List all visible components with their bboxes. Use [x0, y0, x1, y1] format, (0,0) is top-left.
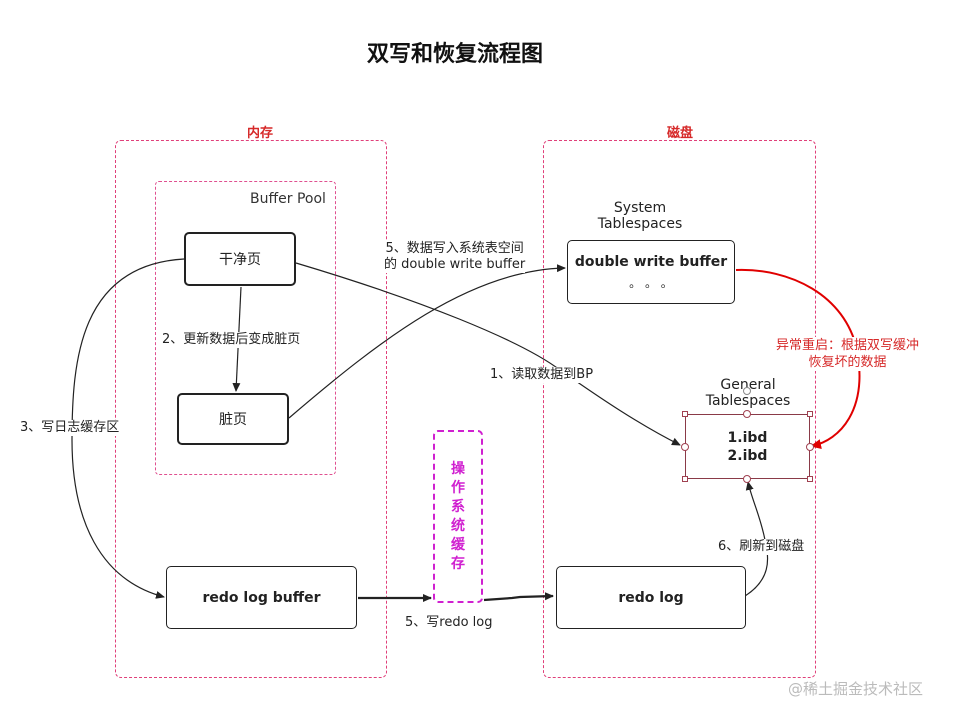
step-flush-label: 6、刷新到磁盘 — [718, 539, 805, 555]
step-read-label: 1、读取数据到BP — [490, 367, 594, 383]
ibd-files-box[interactable]: 1.ibd 2.ibd — [685, 414, 810, 479]
redo-log-label: redo log — [618, 589, 684, 606]
memory-region — [115, 140, 387, 678]
diagram-title: 双写和恢复流程图 — [366, 42, 543, 67]
connection-point-right[interactable] — [806, 443, 814, 451]
watermark: @稀土掘金技术社区 — [788, 680, 924, 698]
system-tablespaces-label: System Tablespaces — [597, 200, 683, 232]
resize-handle-top-left[interactable] — [682, 411, 688, 417]
disk-region-label: 磁盘 — [666, 126, 693, 141]
os-cache-box[interactable]: 操 作 系 统 缓 存 — [433, 430, 483, 603]
connection-point-bottom[interactable] — [743, 475, 751, 483]
dwb-arrow — [288, 264, 566, 419]
resize-handle-bottom-left[interactable] — [682, 476, 688, 482]
read-arrow — [295, 262, 681, 446]
resize-handle-bottom-right[interactable] — [807, 476, 813, 482]
memory-region-label: 内存 — [246, 126, 273, 141]
buffer-pool-label: Buffer Pool — [250, 191, 326, 207]
rotate-handle[interactable] — [743, 387, 751, 395]
dirty-page-box[interactable]: 脏页 — [177, 393, 289, 445]
clean-page-box[interactable]: 干净页 — [184, 232, 296, 286]
buffer-pool-container — [155, 181, 336, 475]
clean-page-label: 干净页 — [219, 252, 261, 268]
step-log-buffer-label: 3、写日志缓存区 — [20, 420, 120, 436]
step-write-redo-label: 5、写redo log — [405, 615, 493, 631]
connection-point-top[interactable] — [743, 410, 751, 418]
double-write-buffer-box[interactable]: double write buffer 。 。 。 — [567, 240, 735, 304]
log-buffer-arrow — [71, 258, 185, 599]
dirty-page-label: 脏页 — [219, 412, 247, 428]
resize-handle-top-right[interactable] — [807, 411, 813, 417]
connection-point-left[interactable] — [681, 443, 689, 451]
redo-log-buffer-box[interactable]: redo log buffer — [166, 566, 357, 629]
general-tablespaces-label: General Tablespaces — [705, 377, 791, 409]
double-write-buffer-title: double write buffer — [574, 253, 728, 270]
to-redo-log-arrow — [483, 592, 554, 602]
redo-log-box[interactable]: redo log — [556, 566, 746, 629]
double-write-buffer-dots: 。 。 。 — [629, 275, 673, 290]
step-recover-label: 异常重启：根据双写缓冲 恢复坏的数据 — [776, 337, 920, 371]
redo-log-buffer-label: redo log buffer — [202, 589, 321, 606]
step-update-label: 2、更新数据后变成脏页 — [162, 332, 301, 348]
step-dwb-label: 5、数据写入系统表空间 的 double write buffer — [384, 241, 526, 273]
disk-region — [543, 140, 816, 678]
